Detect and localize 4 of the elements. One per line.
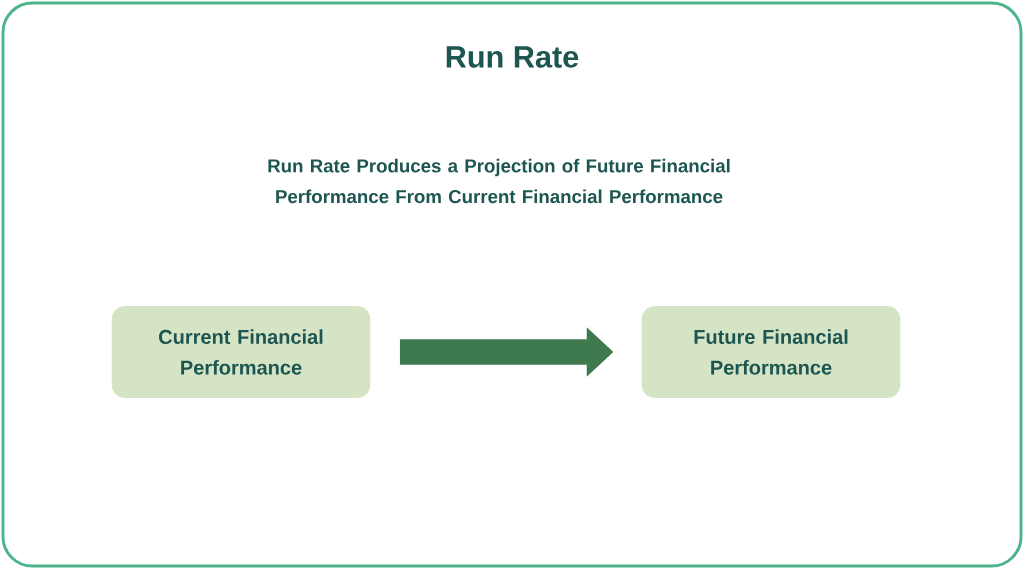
subtitle: Run Rate Produces a Projection of Future Financial Performance From Current Financial Performance: [268, 158, 730, 204]
process-box: Future Financial Performance: [641, 306, 901, 398]
process-box: Current Financial Performance: [111, 306, 371, 398]
title: Run Rate: [446, 46, 579, 68]
